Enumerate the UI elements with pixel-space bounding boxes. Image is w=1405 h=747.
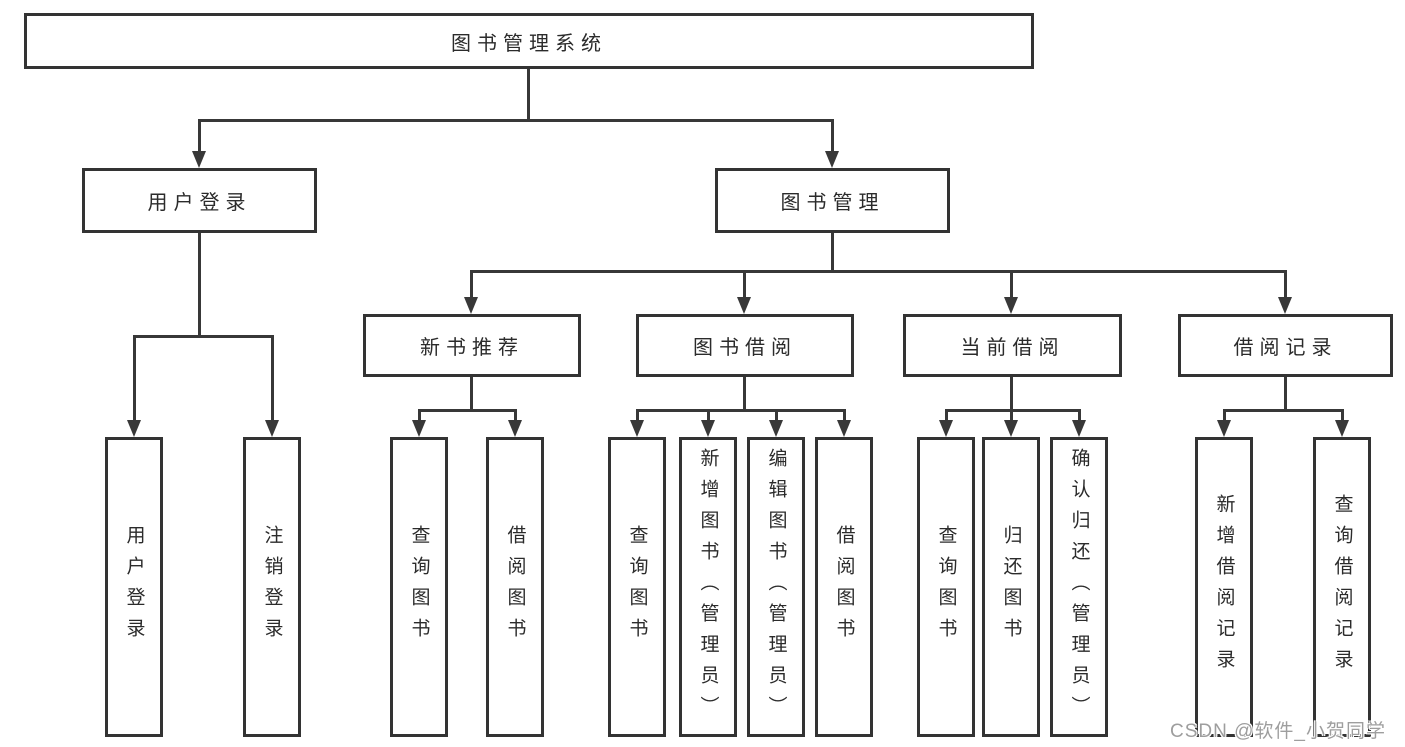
connector-root-stem: [527, 69, 530, 121]
arrow-down: [464, 297, 478, 314]
connector-stem: [707, 409, 710, 422]
connector-stem: [1010, 377, 1013, 412]
node-label: 新书推荐: [420, 337, 524, 359]
arrow-down: [1004, 420, 1018, 437]
arrow-down: [630, 420, 644, 437]
leaf-edit-books-admin: 编辑图书（管理员）: [747, 437, 805, 737]
connector-rail: [1223, 409, 1344, 412]
node-label: 图书借阅: [693, 337, 797, 359]
node-label: 新增图书（管理员）: [697, 447, 719, 727]
leaf-borrow-books-recommend: 借阅图书: [486, 437, 544, 737]
node-new-book-recommendation: 新书推荐: [363, 314, 581, 377]
node-label: 图书管理系统: [451, 32, 607, 55]
leaf-return-books: 归还图书: [982, 437, 1040, 737]
arrow-down: [737, 297, 751, 314]
leaf-borrow-books: 借阅图书: [815, 437, 873, 737]
connector-stem: [1010, 270, 1013, 298]
connector-stem: [1010, 409, 1013, 422]
connector-stem: [843, 409, 846, 422]
arrow-down: [1004, 297, 1018, 314]
connector-stem: [1284, 270, 1287, 298]
arrow-down: [825, 151, 839, 168]
node-label: 当前借阅: [960, 337, 1065, 359]
connector-root-rail: [198, 119, 834, 122]
connector-stem: [514, 409, 517, 422]
node-label: 借阅记录: [1233, 337, 1338, 359]
node-user-login: 用户登录: [82, 168, 317, 233]
node-book-borrowing: 图书借阅: [636, 314, 854, 377]
arrow-down: [265, 420, 279, 437]
connector-stem: [775, 409, 778, 422]
arrow-down: [769, 420, 783, 437]
arrow-down: [192, 151, 206, 168]
arrow-down: [127, 420, 141, 437]
connector-stem: [743, 270, 746, 298]
arrow-down: [1335, 420, 1349, 437]
leaf-user-login: 用户登录: [105, 437, 163, 737]
connector-rail: [945, 409, 1081, 412]
connector-stem: [470, 270, 473, 298]
csdn-watermark: CSDN @软件_小贺同学: [1170, 721, 1386, 742]
node-label: 编辑图书（管理员）: [765, 447, 787, 727]
connector-stem: [1223, 409, 1226, 422]
leaf-logout: 注销登录: [243, 437, 301, 737]
arrow-down: [1217, 420, 1231, 437]
connector-stem: [470, 377, 473, 412]
connector-stem: [133, 335, 136, 421]
arrow-down: [939, 420, 953, 437]
connector-stem: [1341, 409, 1344, 422]
connector-rail: [636, 409, 846, 412]
connector-stem: [1078, 409, 1081, 422]
connector-stem: [831, 119, 834, 152]
node-label: 查询图书: [626, 525, 648, 649]
connector-stem: [636, 409, 639, 422]
connector-stem: [271, 335, 274, 421]
leaf-query-borrow-record: 查询借阅记录: [1313, 437, 1371, 737]
connector-book-mgmt-rail: [470, 270, 1287, 273]
node-library-management-system: 图书管理系统: [24, 13, 1034, 69]
node-label: 借阅图书: [833, 525, 855, 649]
node-label: 归还图书: [1000, 525, 1022, 649]
node-book-management: 图书管理: [715, 168, 950, 233]
arrow-down: [412, 420, 426, 437]
node-current-borrowing: 当前借阅: [903, 314, 1122, 377]
node-label: 借阅图书: [504, 525, 526, 649]
node-label: 注销登录: [261, 525, 283, 649]
node-label: 新增借阅记录: [1213, 494, 1235, 680]
arrow-down: [837, 420, 851, 437]
arrow-down: [1072, 420, 1086, 437]
node-label: 用户登录: [147, 192, 252, 214]
arrow-down: [508, 420, 522, 437]
connector-stem: [743, 377, 746, 412]
node-borrowing-records: 借阅记录: [1178, 314, 1393, 377]
arrow-down: [701, 420, 715, 437]
leaf-query-books-recommend: 查询图书: [390, 437, 448, 737]
node-label: 查询借阅记录: [1331, 494, 1353, 680]
leaf-confirm-return-admin: 确认归还（管理员）: [1050, 437, 1108, 737]
leaf-query-books-current: 查询图书: [917, 437, 975, 737]
leaf-add-borrow-record: 新增借阅记录: [1195, 437, 1253, 737]
node-label: 确认归还（管理员）: [1068, 447, 1090, 727]
connector-user-login-rail: [133, 335, 274, 338]
arrow-down: [1278, 297, 1292, 314]
connector-book-mgmt-stem: [831, 233, 834, 272]
leaf-add-books-admin: 新增图书（管理员）: [679, 437, 737, 737]
connector-stem: [418, 409, 421, 422]
connector-stem: [1284, 377, 1287, 412]
connector-rail: [418, 409, 517, 412]
node-label: 查询图书: [935, 525, 957, 649]
node-label: 查询图书: [408, 525, 430, 649]
connector-user-login-stem: [198, 233, 201, 337]
leaf-query-books-borrowing: 查询图书: [608, 437, 666, 737]
connector-stem: [198, 119, 201, 152]
node-label: 图书管理: [780, 192, 885, 214]
node-label: 用户登录: [123, 525, 145, 649]
connector-stem: [945, 409, 948, 422]
